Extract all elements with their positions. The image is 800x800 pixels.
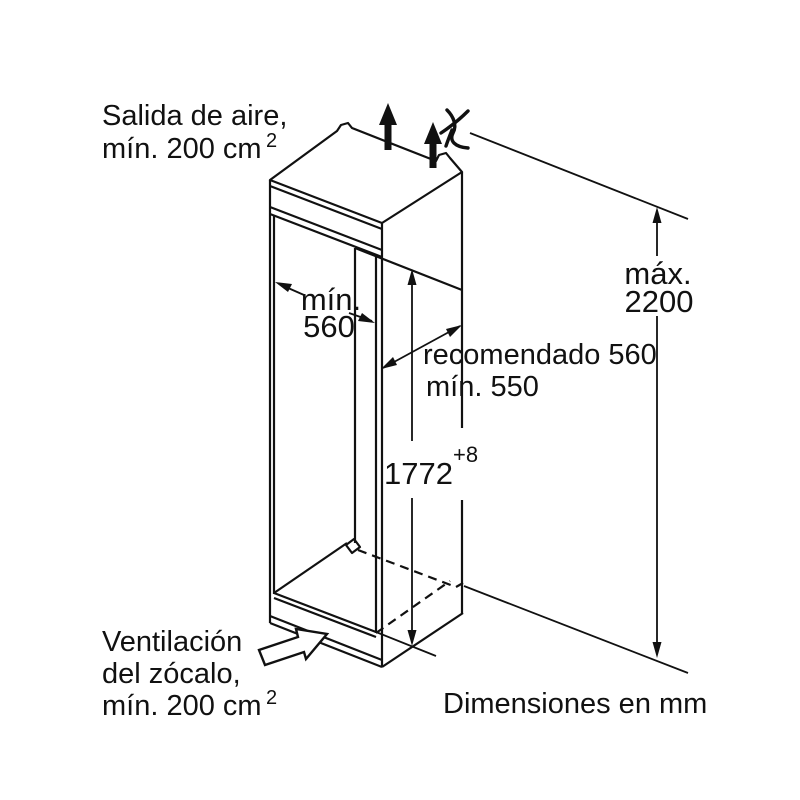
airflow-arrow-icon [424, 122, 442, 168]
top-rail-lower-edge [269, 212, 383, 259]
units-note: Dimensiones en mm [443, 688, 707, 720]
plinth-band-lower-edge [269, 621, 383, 669]
niche-floor-back-edge-hidden [357, 548, 457, 589]
bottom-right-depth-edge [381, 612, 464, 668]
floor-extension-line [375, 631, 437, 657]
air-outlet-line1: Salida de aire, [102, 100, 287, 132]
top-rail-upper-edge [269, 205, 383, 252]
plinth-vent-superscript: 2 [266, 687, 277, 709]
niche-floor-left-edge [273, 542, 348, 594]
plinth-vent-arrow-icon [257, 627, 330, 667]
dimension-niche-width: mín. 560 [275, 282, 375, 344]
niche-width-value: 560 [303, 309, 355, 344]
niche-height-value: 1772 [384, 456, 453, 491]
niche-depth-recommended: recomendado 560 [423, 339, 657, 371]
dimension-max-height: máx. 2200 [463, 132, 694, 674]
plinth-vent-line3: mín. 200 cm [102, 690, 262, 722]
niche-floor-front-edge-inner [273, 596, 377, 639]
cabinet-drawing [268, 121, 464, 669]
niche-ceiling-back-edge [354, 246, 463, 292]
plinth-vent-line2: del zócalo, [102, 658, 241, 690]
air-outlet-annotation: Salida de aire, mín. 200 cm 2 [102, 100, 287, 165]
cabinet-top-face [268, 121, 464, 225]
plinth-vent-line1: Ventilación [102, 626, 242, 658]
cut-mark-icon [439, 108, 470, 150]
niche-width-label: mín. [301, 282, 361, 317]
extension-line-top [469, 132, 689, 220]
niche-floor-right-edge-hidden [375, 580, 451, 634]
top-front-inner-edge [269, 184, 383, 231]
back-panel-foot-step [344, 537, 362, 555]
niche-floor-corner-hidden [455, 582, 464, 588]
plinth-vent-annotation: Ventilación del zócalo, mín. 200 cm 2 [102, 626, 277, 722]
dimension-niche-height: 1772 +8 [375, 269, 478, 657]
airflow-arrow-icon [379, 103, 397, 150]
extension-line-bottom [463, 585, 689, 674]
niche-height-tolerance: +8 [453, 442, 478, 467]
max-height-value: 2200 [625, 284, 694, 319]
dimension-niche-depth: recomendado 560 mín. 550 [381, 325, 657, 403]
air-outlet-superscript: 2 [266, 130, 277, 152]
air-outlet-line2: mín. 200 cm [102, 133, 262, 165]
airflow-arrows [379, 103, 442, 168]
niche-floor-front-edge [273, 591, 377, 634]
niche-depth-minimum: mín. 550 [426, 371, 539, 403]
plinth-band-upper-edge [269, 614, 383, 662]
max-height-label: máx. [624, 256, 691, 291]
